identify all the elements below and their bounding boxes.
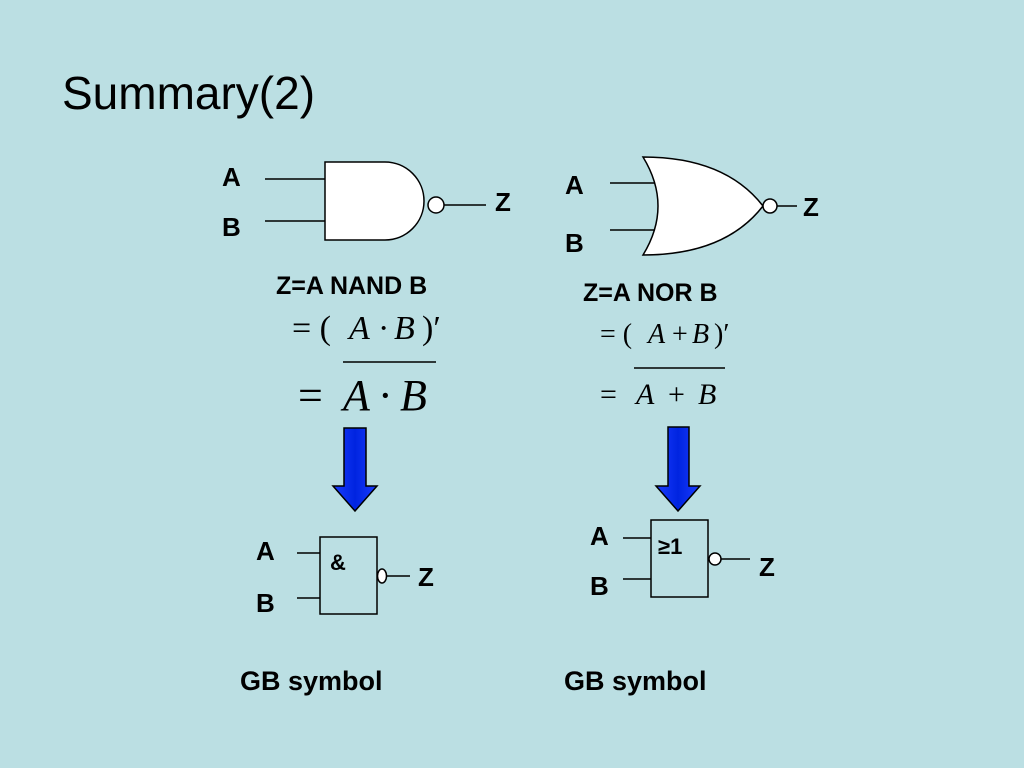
nand-inversion-bubble bbox=[427, 196, 445, 214]
nand-down-arrow-icon bbox=[331, 427, 379, 513]
nor-eq2-a: A bbox=[634, 378, 655, 411]
nor-eq2-b: B bbox=[698, 378, 716, 411]
nand-gb-input-a-label: A bbox=[256, 536, 275, 566]
nor-eq1-prefix: = ( bbox=[600, 319, 632, 350]
nor-equation-1: = ( A + B )′ bbox=[600, 319, 729, 350]
nand-eq1-b: B bbox=[394, 310, 415, 347]
nor-eq1-op: + bbox=[672, 319, 688, 350]
nand-eq2-b: B bbox=[400, 371, 427, 420]
nor-expression: Z=A NOR B bbox=[583, 279, 718, 307]
nand-gb-output-label: Z bbox=[418, 562, 434, 592]
nor-gb-caption: GB symbol bbox=[564, 666, 707, 696]
nand-gb-caption: GB symbol bbox=[240, 666, 383, 696]
nor-gb-box bbox=[650, 519, 709, 598]
nand-input-b-label: B bbox=[222, 212, 241, 242]
nand-gb-inversion-bubble bbox=[376, 568, 388, 584]
nand-gb-box bbox=[319, 536, 378, 615]
nor-equation-2: = A + B bbox=[600, 367, 725, 411]
nand-eq2-a: A bbox=[340, 371, 371, 420]
nand-gb-input-b-label: B bbox=[256, 588, 275, 618]
nand-eq2-op: · bbox=[378, 371, 393, 420]
nor-inversion-bubble bbox=[762, 198, 778, 214]
nand-eq1-a: A bbox=[347, 310, 370, 347]
nand-gate-diagram: A B Z Z=A NAND B = ( A · B )′ = A · bbox=[222, 161, 511, 696]
nor-gb-inversion-bubble bbox=[708, 552, 722, 566]
nor-eq1-b: B bbox=[692, 319, 709, 350]
nand-output-label: Z bbox=[495, 187, 511, 217]
nand-gb-symbol: & bbox=[330, 550, 346, 575]
nor-gate-body bbox=[641, 156, 764, 256]
nand-equation-2: = A · B bbox=[298, 361, 436, 420]
nor-input-b-label: B bbox=[565, 228, 584, 258]
nor-gb-input-b-label: B bbox=[590, 571, 609, 601]
nand-eq1-op: · bbox=[378, 310, 389, 347]
nand-gate-body bbox=[324, 161, 425, 241]
nor-eq2-prefix: = bbox=[600, 378, 617, 411]
nor-gb-input-a-label: A bbox=[590, 521, 609, 551]
nor-input-a-label: A bbox=[565, 170, 584, 200]
nand-expression: Z=A NAND B bbox=[276, 272, 427, 300]
nand-equation-1: = ( A · B )′ bbox=[292, 310, 441, 347]
nand-eq2-prefix: = bbox=[298, 371, 323, 420]
nand-input-a-label: A bbox=[222, 162, 241, 192]
nor-down-arrow-icon bbox=[654, 426, 702, 513]
nor-eq1-suffix: )′ bbox=[714, 319, 729, 350]
nor-output-label: Z bbox=[803, 192, 819, 222]
nor-eq2-op: + bbox=[668, 378, 685, 411]
nand-eq1-prefix: = ( bbox=[292, 310, 331, 347]
nand-eq1-suffix: )′ bbox=[422, 310, 441, 347]
nor-gate-diagram: A B Z Z=A NOR B = ( A + B )′ = A + bbox=[564, 156, 819, 696]
nor-gb-symbol: ≥1 bbox=[658, 534, 682, 559]
nor-eq1-a: A bbox=[646, 319, 666, 350]
nor-gb-output-label: Z bbox=[759, 552, 775, 582]
slide-title: Summary(2) bbox=[62, 67, 316, 119]
